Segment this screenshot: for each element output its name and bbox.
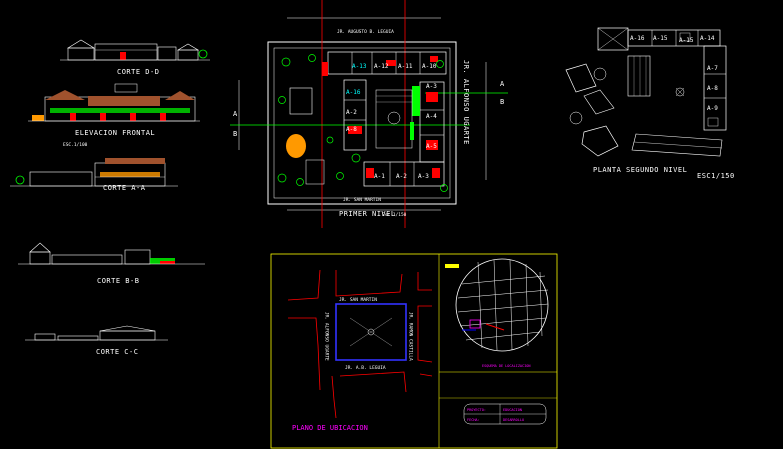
title-block-value-2: DESARROLLO [503, 418, 524, 422]
first-floor-plan [230, 0, 508, 228]
second-floor-scale: ESC1/150 [697, 172, 735, 180]
first-floor-street-bottom: JR. SAN MARTIN [343, 197, 381, 203]
room-a1: A-1 [374, 173, 385, 180]
first-floor-title: PRIMER NIVEL [339, 210, 396, 218]
room2-a7: A-7 [707, 65, 718, 72]
room-a2: A-2 [346, 109, 357, 116]
room-a11: A-11 [398, 63, 413, 70]
room-a13: A-13 [352, 63, 367, 70]
room-a5: A-5 [426, 143, 437, 150]
location-street-right: JR. RAMON CASTILLA [408, 312, 414, 361]
location-street-top: JR. SAN MARTIN [339, 297, 377, 303]
room-a10: A-10 [422, 63, 437, 70]
section-c-c-label: CORTE C-C [96, 348, 138, 356]
first-floor-cut-a-left: A [233, 110, 238, 118]
front-elevation-label: ELEVACION FRONTAL [75, 129, 155, 137]
room2-a15-a: A-15 [653, 35, 668, 42]
first-floor-street-right: JR. ALFONSO UGARTE [462, 60, 470, 145]
room-a3-bottom: A-3 [418, 173, 429, 180]
section-b-b-drawing [18, 242, 205, 265]
first-floor-street-top: JR. AUGUSTO B. LEGUIA [337, 29, 394, 35]
section-c-c-drawing [25, 325, 168, 341]
room-a2-bottom: A-2 [396, 173, 407, 180]
room-a4: A-4 [426, 113, 437, 120]
section-a-a-label: CORTE A-A [103, 184, 146, 192]
front-elevation-drawing [28, 83, 200, 122]
location-plan-sheet [270, 253, 558, 449]
section-d-d-drawing [60, 39, 210, 61]
elevation-scale-label: ESC.1/100 [63, 142, 88, 148]
first-floor-cut-b-right: B [500, 98, 505, 106]
room2-a15-b: A-15 [679, 37, 694, 44]
location-street-left: JR. ALFONSO UGARTE [324, 312, 330, 361]
location-plan-title: PLANO DE UBICACION [292, 424, 368, 432]
room-a3: A-3 [426, 83, 437, 90]
section-a-a-drawing [10, 158, 178, 187]
second-floor-plan [565, 27, 727, 157]
room-a16: A-16 [346, 89, 361, 96]
room2-a9: A-9 [707, 105, 718, 112]
room2-a14: A-14 [700, 35, 715, 42]
microlocation-caption: ESQUEMA DE LOCALIZACION [482, 364, 530, 368]
room-a12: A-12 [374, 63, 389, 70]
room-a8: A-8 [346, 126, 357, 133]
second-floor-title: PLANTA SEGUNDO NIVEL [593, 166, 687, 174]
first-floor-cut-a-right: A [500, 80, 505, 88]
room2-a16: A-16 [630, 35, 645, 42]
first-floor-cut-b-left: B [233, 130, 238, 138]
first-floor-scale: Esc 1/150 [382, 212, 407, 218]
room2-a8: A-8 [707, 85, 718, 92]
section-d-d-label: CORTE D-D [117, 68, 159, 76]
title-block-label-2: FECHA: [467, 418, 480, 422]
location-street-bottom: JR. A.B. LEGUIA [345, 365, 386, 371]
title-block-value-1: EDUCACION [503, 408, 522, 412]
section-b-b-label: CORTE B-B [97, 277, 139, 285]
title-block-label-1: PROYECTO: [467, 408, 486, 412]
